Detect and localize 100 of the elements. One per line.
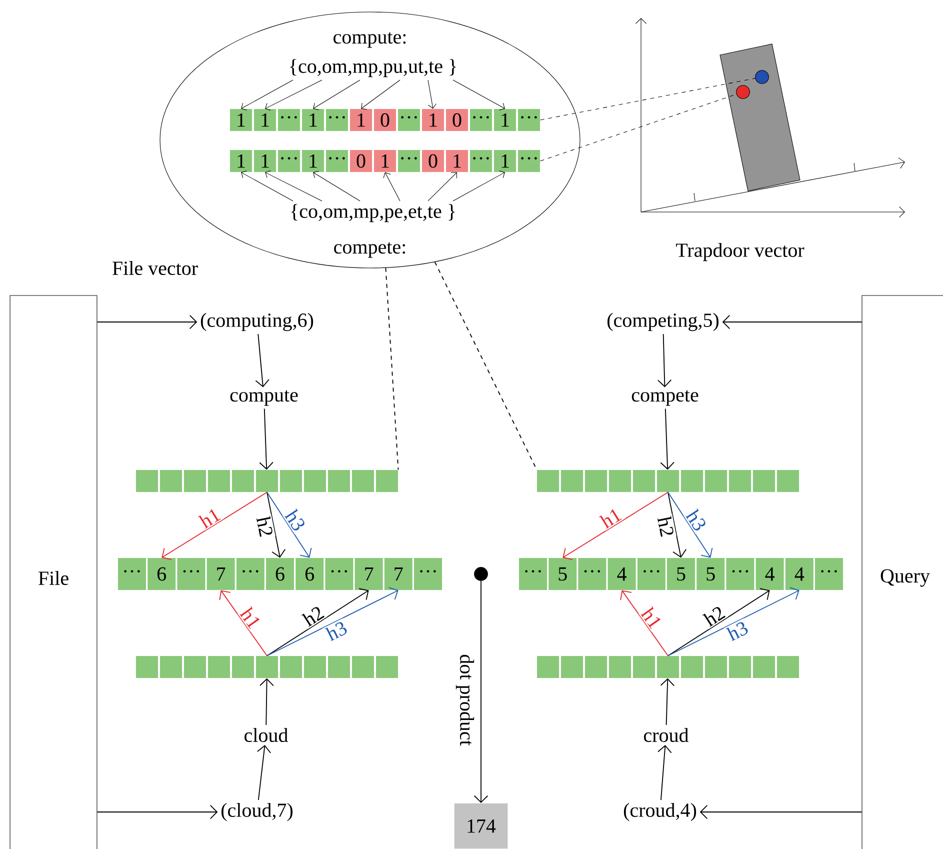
arrow: [452, 80, 505, 110]
dot: [755, 70, 769, 84]
vector-cell: ···: [326, 150, 348, 172]
arrow: [265, 170, 322, 202]
vector-cell: 4: [608, 558, 636, 590]
arrow: [660, 678, 675, 726]
arrow: [452, 170, 505, 202]
label: File vector: [112, 260, 198, 276]
vector-cell: ···: [578, 558, 606, 590]
vector-cell: ···: [518, 109, 540, 131]
arrow: [260, 678, 274, 726]
party-box: Query: [862, 295, 943, 849]
arrow: [266, 587, 398, 656]
vector-cell: ···: [470, 150, 492, 172]
arrow: [96, 804, 218, 820]
vector-cell: ···: [236, 558, 264, 590]
edge-label: h3: [322, 618, 350, 644]
arrow: [219, 590, 268, 656]
edge-label: dot product: [454, 652, 476, 748]
arrow: [361, 80, 400, 110]
edge-label: h2: [254, 514, 276, 540]
dot: [736, 85, 750, 99]
arrow: [668, 587, 800, 656]
vector-cell: 6: [148, 558, 176, 590]
arrow: [660, 408, 674, 470]
arrow: [668, 492, 687, 558]
arrow: [562, 492, 668, 560]
coordinate-plot-drawing: [635, 18, 905, 218]
arrow: [658, 744, 672, 800]
vector-cell: ···: [414, 558, 442, 590]
vector-cell: ···: [325, 558, 354, 590]
word-text: (cloud,7): [222, 802, 292, 822]
vector-cell: 1: [494, 109, 516, 131]
word-text: (competing,5): [608, 312, 718, 332]
vector-cell: 1: [422, 109, 444, 131]
arrow: [265, 80, 322, 111]
vector-cell: 0: [374, 109, 396, 131]
arrow: [722, 314, 862, 330]
vector-cell: 0: [422, 150, 444, 172]
vector-cell: ···: [518, 150, 540, 172]
edge-label: h1: [238, 604, 264, 632]
vector-cell: 4: [785, 558, 814, 590]
heading: compute:: [334, 32, 406, 48]
vector-cell: 1: [374, 150, 396, 172]
vector-cell: 1: [350, 109, 372, 131]
edge-label: h1: [596, 504, 625, 531]
vector-cell: ···: [398, 150, 420, 172]
vector-cell: 1: [254, 109, 276, 131]
arrow: [241, 170, 294, 202]
arrow: [266, 588, 369, 656]
vector-cell: ···: [519, 558, 547, 590]
vector-cell: 6: [296, 558, 324, 590]
party-box: File: [10, 295, 98, 849]
vector-cell: ···: [278, 150, 300, 172]
vector-cell: 1: [230, 150, 252, 172]
cell-strip: [537, 470, 799, 492]
vector-cell: 0: [446, 109, 468, 131]
vector-cell: 0: [350, 150, 372, 172]
edge-label: h1: [638, 604, 666, 632]
word-text: compute: [230, 390, 298, 406]
word-text: (croud,4): [624, 802, 696, 822]
word-text: cloud: [244, 728, 288, 742]
vector-cell: 1: [230, 109, 252, 131]
dot: [474, 567, 488, 581]
vector-cell: 1: [254, 150, 276, 172]
vector-cell: 5: [696, 558, 725, 590]
vector-cell: 7: [354, 558, 383, 590]
edge-label: h2: [299, 602, 328, 629]
arrow: [255, 334, 270, 388]
cell-strip: [136, 470, 398, 492]
vector-cell: 5: [667, 558, 695, 590]
vector-cell: 1: [494, 150, 516, 172]
vector-cell: ···: [470, 109, 492, 131]
vector-cell: 4: [756, 558, 784, 590]
vector-cell: ···: [637, 558, 666, 590]
result-box: 174: [454, 803, 508, 849]
arrow: [96, 314, 198, 330]
vector-cell: 7: [384, 558, 412, 590]
vector-cell: ···: [398, 109, 420, 131]
vector-cell: 6: [266, 558, 294, 590]
cell-strip: [136, 656, 398, 678]
caption: Trapdoor vector: [676, 242, 804, 262]
set-text: {co,om,mp,pu,ut,te }: [290, 58, 456, 78]
vector-cell: ···: [118, 558, 146, 590]
vector-cell: 5: [548, 558, 577, 590]
edge-label: h1: [196, 504, 224, 531]
edge-label: h2: [656, 514, 676, 540]
arrow: [474, 580, 488, 804]
vector-cell: 1: [302, 150, 324, 172]
word-text: (computing,6): [200, 312, 314, 332]
vector-cell: 7: [206, 558, 235, 590]
arrow: [266, 492, 312, 558]
cell-strip: [537, 656, 799, 678]
word-text: compete: [632, 390, 698, 406]
arrow: [428, 80, 436, 109]
vector-cell: ···: [726, 558, 754, 590]
arrow: [428, 172, 457, 202]
arrow: [266, 492, 286, 558]
arrow: [620, 590, 668, 656]
arrow: [313, 170, 360, 202]
